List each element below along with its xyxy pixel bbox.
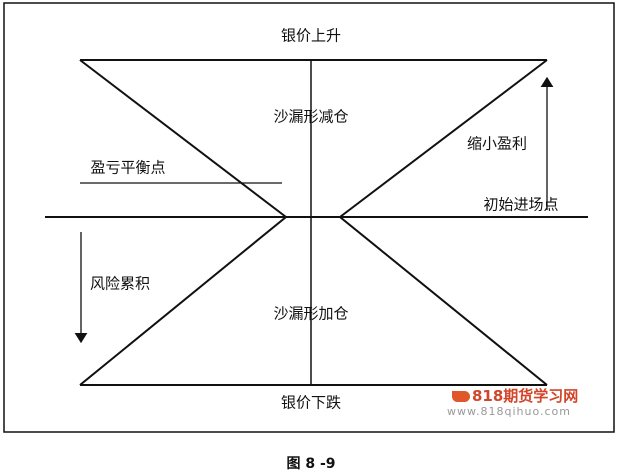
label-entry-point: 初始进场点 [483, 195, 559, 214]
label-risk-accumulation: 风险累积 [89, 274, 151, 293]
figure-caption: 图 8 -9 [286, 456, 336, 472]
label-breakeven: 盈亏平衡点 [90, 158, 166, 177]
frame-border [3, 2, 615, 433]
label-reduce-profit: 缩小盈利 [466, 134, 528, 153]
label-hourglass-reduce: 沙漏形减仓 [273, 107, 349, 126]
watermark-url: www.818qihuo.com [447, 405, 571, 418]
label-hourglass-add: 沙漏形加仓 [273, 304, 349, 323]
watermark-brand-text: 818期货学习网 [472, 387, 579, 405]
right-hourglass-edge [338, 59, 548, 386]
watermark-brand: 818期货学习网 [452, 385, 578, 406]
label-price-down: 银价下跌 [280, 393, 342, 412]
left-hourglass-edge [79, 59, 288, 386]
flame-logo-icon [452, 391, 470, 402]
label-price-up: 银价上升 [280, 26, 342, 45]
